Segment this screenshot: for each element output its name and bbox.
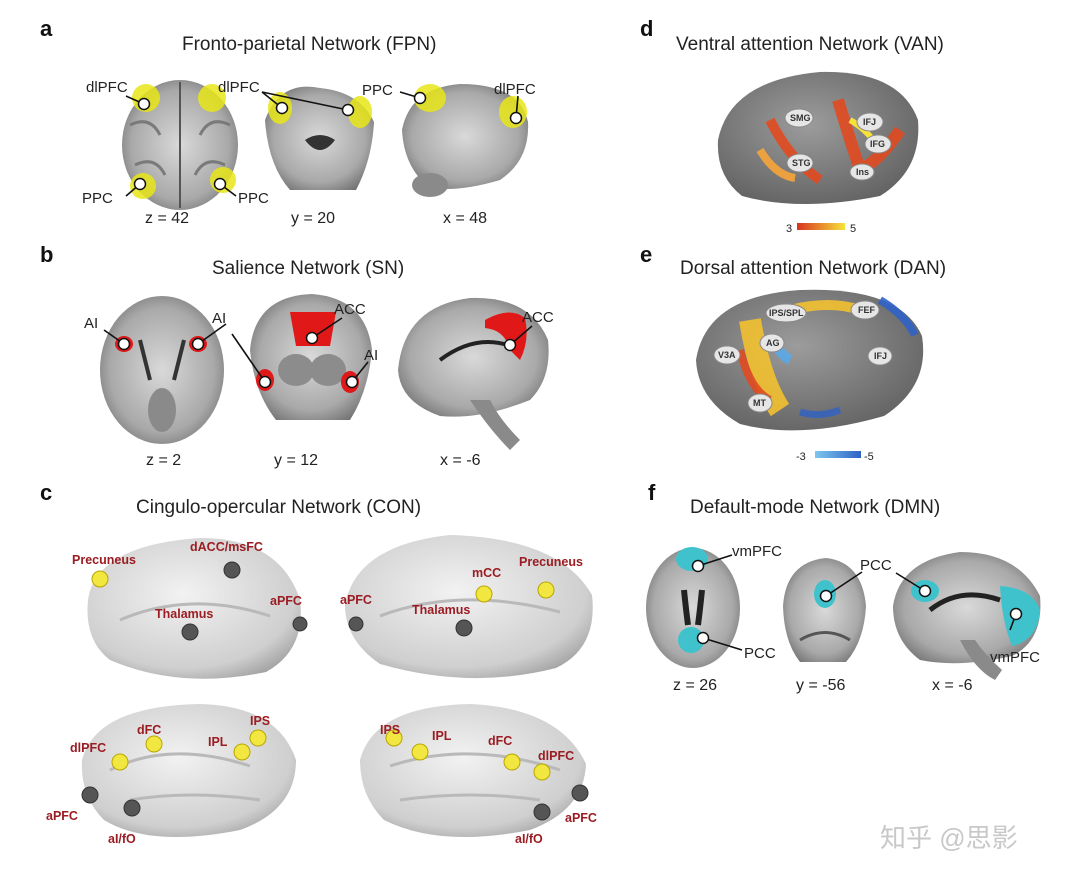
panel-c-images: Precuneus dACC/msFC Thalamus aPFC aPFC m… <box>46 535 597 846</box>
panel-e-title: Dorsal attention Network (DAN) <box>680 258 947 279</box>
label-thalamus: Thalamus <box>412 603 470 617</box>
panel-d-images: SMG IFJ IFG STG Ins 3 5 <box>717 71 919 235</box>
label-dfc: dFC <box>137 723 161 737</box>
label-mt: MT <box>753 398 766 408</box>
label-ifj: IFJ <box>863 117 876 127</box>
label-apfc: aPFC <box>565 811 597 825</box>
sn-blob <box>485 312 527 360</box>
coronal-slice <box>783 558 866 662</box>
label-ifg: IFG <box>870 139 885 149</box>
label-dacc: dACC/msFC <box>190 540 263 554</box>
label-smg: SMG <box>790 113 811 123</box>
label-ips-spl: IPS/SPL <box>769 308 804 318</box>
panel-f-images: vmPFC PCC PCC vmPFC <box>646 543 1041 680</box>
label-fef: FEF <box>858 305 876 315</box>
label-pcc: PCC <box>860 557 892 574</box>
label-vmpfc: vmPFC <box>990 649 1040 666</box>
label-ifj: IFJ <box>874 351 887 361</box>
label-ai: AI <box>364 347 378 364</box>
colorbar-van <box>797 223 845 230</box>
label-ppc: PPC <box>238 190 269 207</box>
sn-blob <box>290 312 336 346</box>
coord-a-sagittal: x = 48 <box>443 210 488 227</box>
panel-c-letter: c <box>40 480 53 505</box>
panel-e-images: IPS/SPL FEF AG V3A IFJ MT -3 -5 <box>696 289 924 463</box>
medial-brain-left <box>87 538 301 679</box>
label-ppc: PPC <box>82 190 113 207</box>
colorbar-dan <box>815 451 861 458</box>
label-pcc: PCC <box>744 645 776 662</box>
panel-a-images: dlPFC dlPFC PPC PPC PPC dlPFC <box>82 79 536 210</box>
label-precuneus: Precuneus <box>519 555 583 569</box>
label-ai: AI <box>212 310 226 327</box>
coronal-slice <box>250 294 372 420</box>
coord-b-axial: z = 2 <box>146 452 182 469</box>
panel-a-letter: a <box>40 16 53 41</box>
label-vmpfc: vmPFC <box>732 543 782 560</box>
label-ai: AI <box>84 315 98 332</box>
coord-b-coronal: y = 12 <box>274 452 319 469</box>
coord-b-sagittal: x = -6 <box>440 452 481 469</box>
panel-b-letter: b <box>40 242 54 267</box>
label-mcc: mCC <box>472 566 501 580</box>
label-apfc: aPFC <box>46 809 78 823</box>
axial-slice <box>100 296 224 444</box>
panel-f-letter: f <box>648 480 656 505</box>
panel-b-title: Salience Network (SN) <box>212 258 405 279</box>
panel-d-letter: d <box>640 16 654 41</box>
label-acc: ACC <box>522 309 554 326</box>
label-ips: IPS <box>250 714 270 728</box>
colorbar-min: 3 <box>786 223 792 235</box>
label-ipl: IPL <box>432 729 452 743</box>
label-ipl: IPL <box>208 735 228 749</box>
lateral-brain-right <box>360 704 586 838</box>
colorbar-min: -3 <box>796 451 806 463</box>
label-stg: STG <box>792 158 811 168</box>
label-ppc: PPC <box>362 82 393 99</box>
colorbar-max: -5 <box>864 451 874 463</box>
axial-slice <box>646 548 740 668</box>
dmn-blob <box>678 627 704 653</box>
label-acc: ACC <box>334 301 366 318</box>
medial-brain-right <box>345 535 593 679</box>
label-dfc: dFC <box>488 734 512 748</box>
fpn-blob <box>198 84 226 112</box>
watermark: 知乎 @思影 <box>880 823 1018 853</box>
coord-a-coronal: y = 20 <box>291 210 336 227</box>
panel-e-letter: e <box>640 242 653 267</box>
coord-f-sagittal: x = -6 <box>932 677 973 694</box>
label-apfc: aPFC <box>270 594 302 608</box>
label-ai-fo: aI/fO <box>515 832 543 846</box>
sagittal-slice <box>893 552 1041 664</box>
colorbar-max: 5 <box>850 223 856 235</box>
label-ag: AG <box>766 338 780 348</box>
label-ai-fo: aI/fO <box>108 832 136 846</box>
label-dlpfc: dlPFC <box>538 749 574 763</box>
label-ins: Ins <box>856 167 869 177</box>
fpn-blob <box>414 84 446 112</box>
panel-b-images: AI AI AI ACC ACC <box>84 294 554 450</box>
panel-d-title: Ventral attention Network (VAN) <box>676 34 944 55</box>
label-precuneus: Precuneus <box>72 553 136 567</box>
label-dlpfc: dlPFC <box>218 79 260 96</box>
coord-f-axial: z = 26 <box>673 677 718 694</box>
panel-c-title: Cingulo-opercular Network (CON) <box>136 497 422 518</box>
label-dlpfc: dlPFC <box>86 79 128 96</box>
panel-f-title: Default-mode Network (DMN) <box>690 497 941 518</box>
panel-a-title: Fronto-parietal Network (FPN) <box>182 34 437 55</box>
label-thalamus: Thalamus <box>155 607 213 621</box>
label-v3a: V3A <box>718 350 736 360</box>
coord-f-coronal: y = -56 <box>796 677 846 694</box>
label-dlpfc: dlPFC <box>494 81 536 98</box>
label-dlpfc: dlPFC <box>70 741 106 755</box>
label-apfc: aPFC <box>340 593 372 607</box>
fpn-blob <box>348 96 372 128</box>
label-ips: IPS <box>380 723 400 737</box>
coord-a-axial: z = 42 <box>145 210 190 227</box>
